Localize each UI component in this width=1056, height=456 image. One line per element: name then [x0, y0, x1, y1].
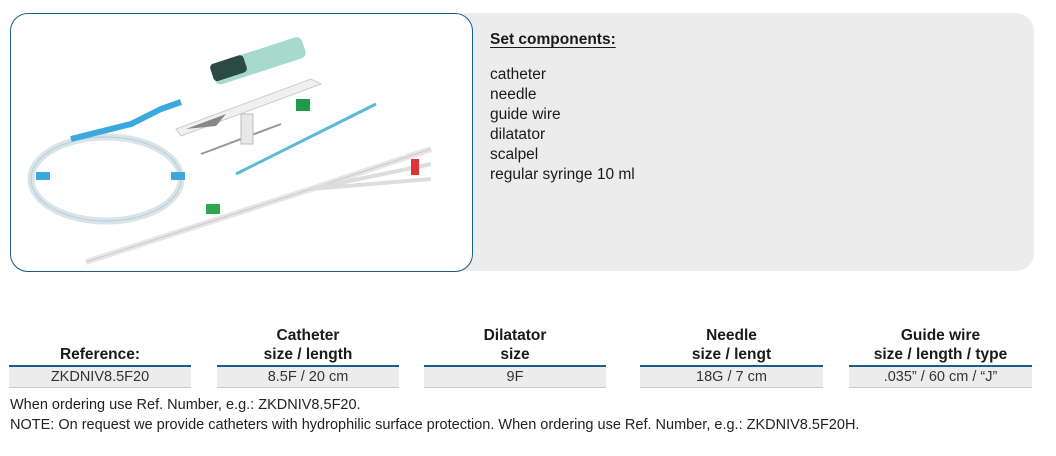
components-title: Set components: [490, 31, 616, 48]
hydrophilic-note: NOTE: On request we provide catheters wi… [10, 417, 860, 433]
component-item: scalpel [490, 146, 539, 163]
table-cell: 18G / 7 cm [640, 367, 823, 388]
component-item: needle [490, 86, 537, 103]
product-photo [10, 13, 473, 272]
component-item: guide wire [490, 106, 561, 123]
component-item: catheter [490, 66, 547, 83]
component-item: dilatator [490, 126, 546, 143]
table-cell: 9F [424, 367, 606, 388]
table-cell: 8.5F / 20 cm [217, 367, 399, 388]
ordering-note: When ordering use Ref. Number, e.g.: ZKD… [10, 397, 361, 413]
table-cell: ZKDNIV8.5F20 [9, 367, 191, 388]
column-reference: Reference: ZKDNIV8.5F20 [9, 320, 191, 388]
set-components: Set components: catheter needle guide wi… [490, 30, 635, 185]
table-cell: .035” / 60 cm / “J” [849, 367, 1032, 388]
component-item: regular syringe 10 ml [490, 166, 635, 183]
column-header: Reference: [59, 346, 141, 363]
